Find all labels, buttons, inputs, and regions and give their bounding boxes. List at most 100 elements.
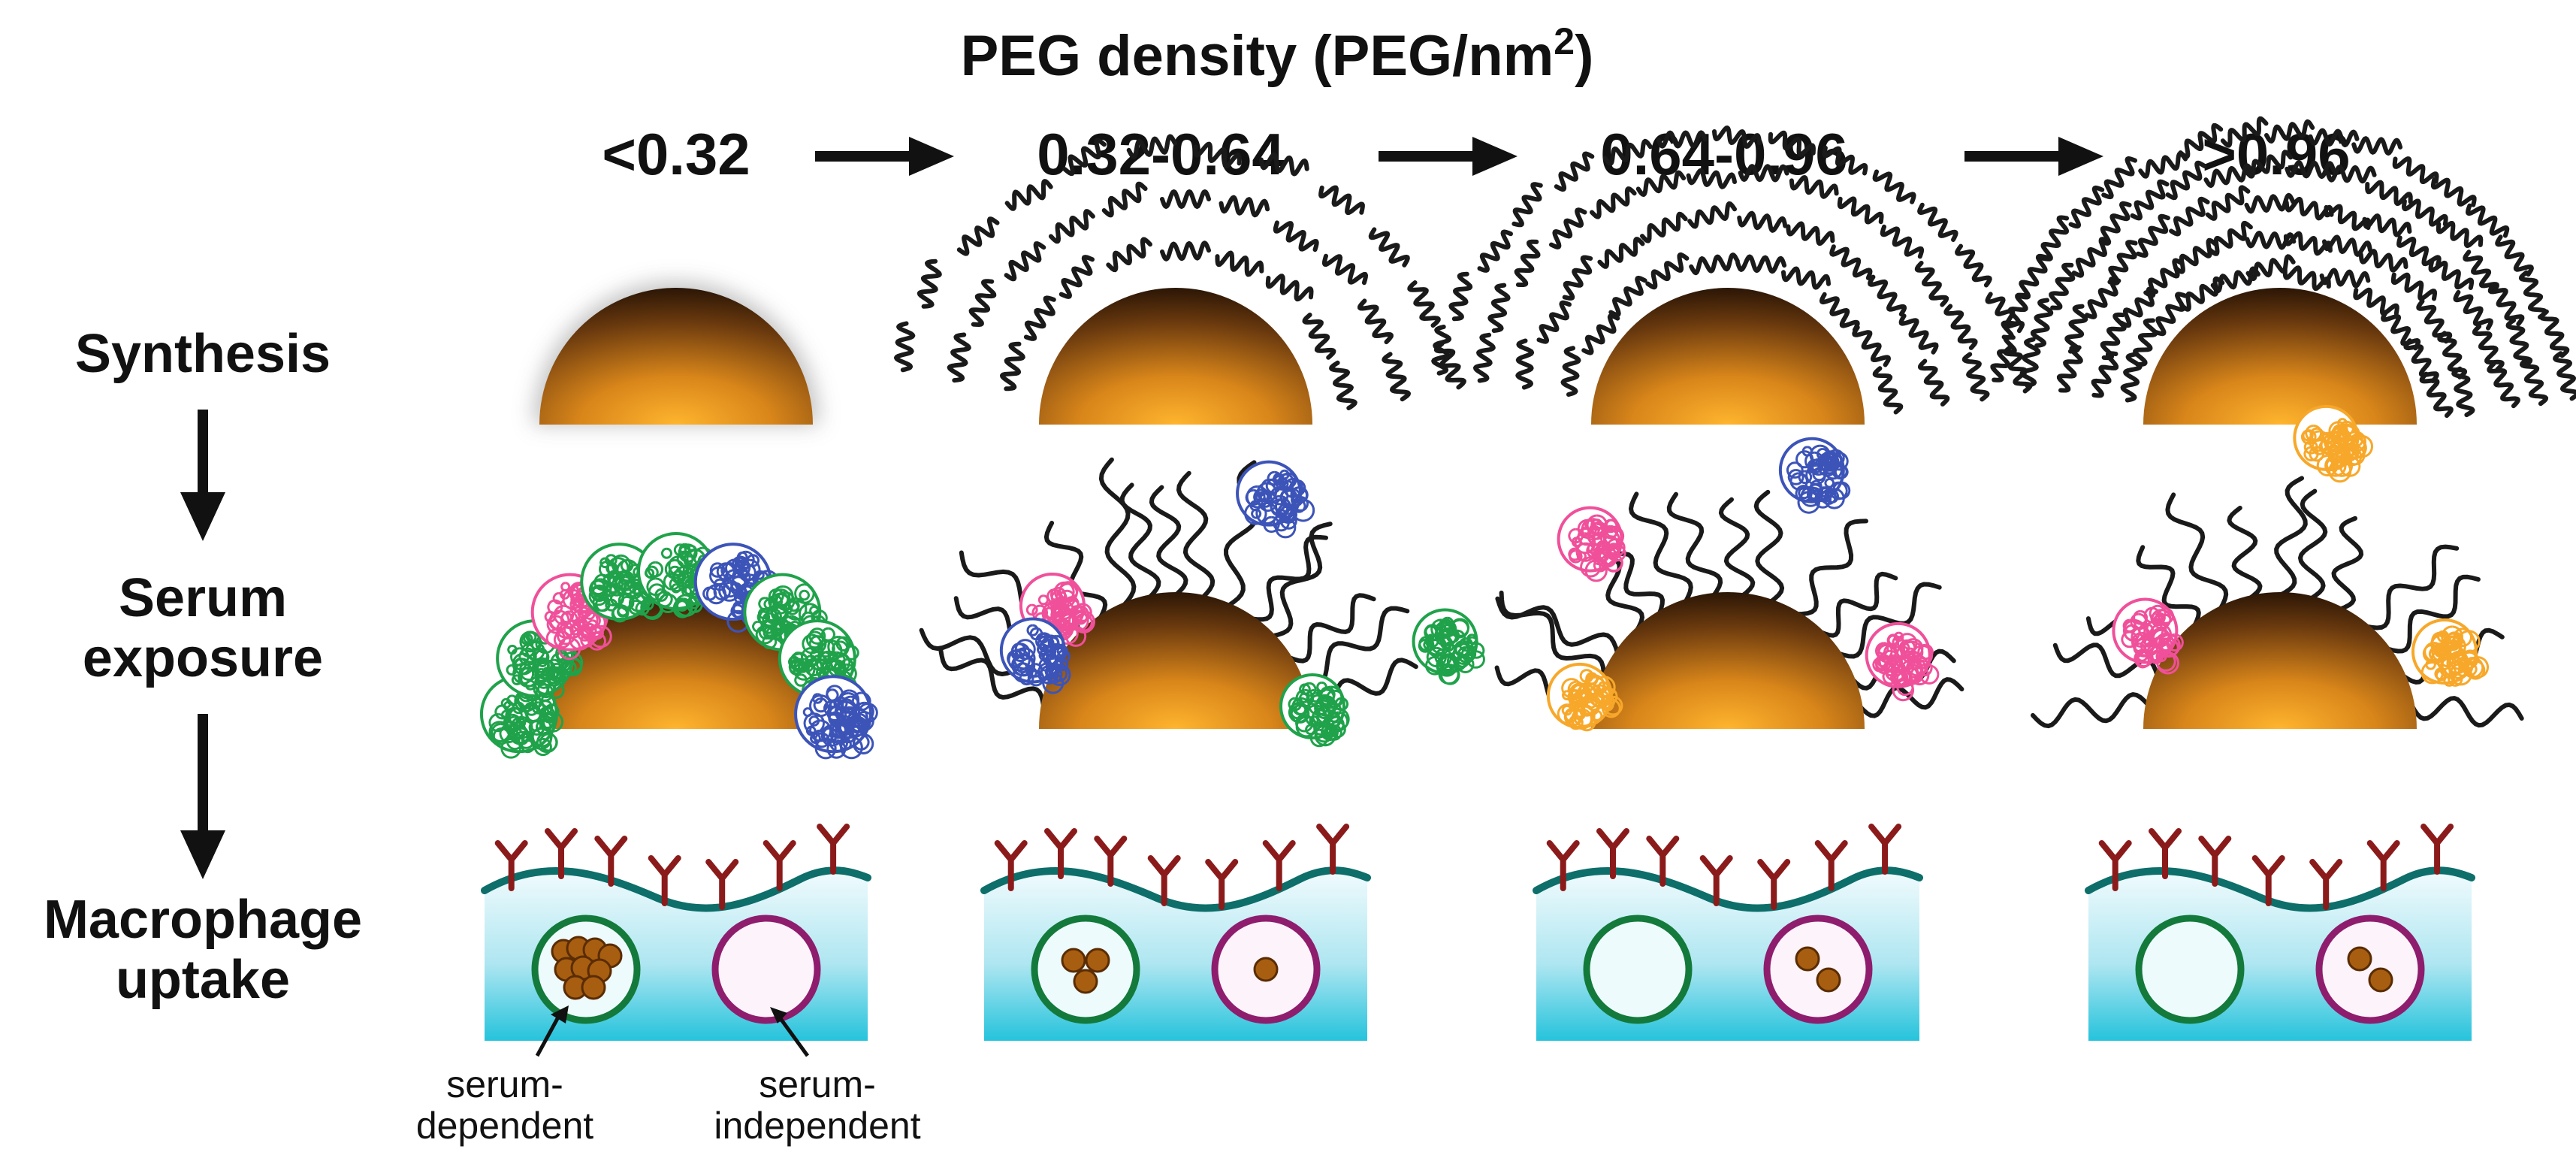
peg-chain-4-67 [2178, 122, 2224, 159]
peg-chain-2-21 [917, 259, 942, 309]
adsorbed-protein-2-3 [999, 617, 1071, 694]
peg-chain-3-37 [1448, 271, 1473, 322]
peg-chain-4-78 [2553, 351, 2576, 401]
peg-chain-4-27 [2064, 304, 2088, 354]
nanoparticle-core-4 [2143, 288, 2417, 425]
serum-independent-vesicle [711, 915, 821, 1024]
peg-chain-4-54 [2402, 198, 2448, 227]
peg-chain-2-14 [1160, 189, 1211, 209]
macrophage-cell-3 [1533, 824, 1923, 1041]
peg-chain-2-5 [1215, 250, 1264, 277]
peg-chain-4-8 [2353, 287, 2399, 316]
serum-peg-chain-3-5 [1629, 491, 1693, 605]
peg-chain-2-25 [1126, 134, 1177, 159]
receptor-5 [763, 840, 796, 891]
peg-chain-3-30 [1789, 175, 1839, 199]
receptor-0 [2098, 840, 2132, 891]
serum-peg-chain-2-12 [1286, 593, 1376, 664]
peg-chain-3-8 [1852, 325, 1891, 367]
peg-chain-2-2 [1058, 255, 1095, 299]
peg-chain-2-15 [1219, 195, 1270, 218]
peg-chain-3-46 [1872, 169, 1916, 204]
receptor-3 [648, 855, 681, 906]
nanoparticle-core-1 [539, 288, 813, 425]
peg-chain-4-6 [2282, 265, 2331, 292]
peg-chain-3-38 [1477, 229, 1513, 273]
serum-dependent-vesicle [1583, 915, 1693, 1024]
peg-chain-3-40 [1554, 151, 1595, 192]
receptor-3 [1699, 855, 1733, 906]
receptor-3 [1147, 855, 1181, 906]
internalized-particle [1061, 948, 1086, 973]
peg-chain-4-46 [2098, 201, 2132, 246]
serum-peg-chain-2-11 [1270, 522, 1333, 639]
serum-core-3 [1591, 592, 1865, 729]
peg-chain-2-23 [1004, 179, 1053, 211]
peg-chain-2-27 [1258, 152, 1309, 177]
peg-chain-2-19 [1382, 352, 1411, 402]
macrophage-row [481, 824, 2475, 1041]
serum-peg-chain-4-0 [2031, 692, 2151, 729]
receptor-1 [545, 828, 578, 879]
peg-chain-4-16 [2173, 237, 2218, 274]
stage-serum-label-2: exposure [83, 628, 323, 688]
peg-chain-2-18 [1357, 298, 1394, 345]
internalized-particle [1073, 969, 1098, 994]
peg-chain-3-25 [1549, 207, 1587, 249]
receptor-0 [1546, 840, 1580, 891]
peg-chain-4-68 [2220, 116, 2269, 148]
peg-chain-4-48 [2165, 160, 2207, 201]
receptor-5 [2366, 840, 2400, 891]
peg-chain-4-66 [2138, 151, 2188, 179]
serum-peg-chain-4-12 [2409, 696, 2524, 728]
receptor-4 [2309, 859, 2343, 910]
peg-chain-3-11 [1536, 300, 1572, 344]
peg-chain-4-25 [2451, 366, 2475, 418]
stage-labels: Synthesis Serum exposure Macrophage upta… [44, 324, 362, 1010]
peg-chain-2-17 [1321, 253, 1368, 286]
receptor-4 [1205, 859, 1239, 910]
receptor-0 [994, 840, 1028, 891]
peg-chain-2-12 [1048, 209, 1095, 244]
serum-peg-chain-3-8 [1753, 489, 1785, 605]
peg-chain-4-39 [2453, 289, 2493, 331]
peg-chain-2-22 [956, 216, 1000, 256]
stage-macro-label-1: Macrophage [44, 890, 362, 950]
peg-chain-3-42 [1656, 130, 1708, 149]
serum-peg-chain-3-6 [1666, 491, 1723, 598]
serum-peg-chain-4-10 [2384, 574, 2481, 654]
serum-independent-vesicle [2315, 915, 2425, 1024]
peg-chain-3-4 [1689, 252, 1740, 276]
peg-coated-particle-4 [1990, 116, 2576, 425]
peg-chain-4-65 [2101, 156, 2137, 200]
peg-chain-4-19 [2283, 231, 2333, 256]
peg-chain-4-44 [2049, 262, 2076, 310]
peg-chain-4-47 [2130, 179, 2170, 221]
receptor-1 [1596, 828, 1629, 879]
density-arrow-3 [1964, 137, 2103, 176]
peg-chain-3-47 [1917, 202, 1958, 242]
peg-chain-2-6 [1265, 274, 1314, 302]
peg-chain-3-50 [2003, 344, 2033, 394]
peg-chain-3-33 [1914, 261, 1949, 307]
peg-chain-2-0 [1000, 341, 1025, 392]
internalized-particle [2347, 946, 2372, 972]
peg-chain-4-17 [2207, 220, 2253, 256]
serum-peg-chain-4-7 [2298, 488, 2328, 601]
internalized-particle [1795, 946, 1820, 972]
peg-chain-3-43 [1712, 125, 1762, 149]
peg-chain-3-6 [1781, 266, 1831, 290]
peg-chain-4-76 [2518, 270, 2548, 319]
peg-chain-3-39 [1511, 182, 1543, 228]
density-arrow-2 [1379, 137, 1518, 176]
internalized-particle [1253, 957, 1279, 982]
peg-chain-2-30 [1407, 280, 1441, 328]
peg-chain-4-42 [2019, 337, 2041, 389]
peg-chain-4-63 [2040, 215, 2070, 262]
peg-chain-2-11 [1004, 241, 1046, 282]
peg-chain-4-43 [2030, 298, 2054, 348]
receptor-5 [1814, 840, 1848, 891]
peg-chain-3-17 [1786, 221, 1835, 246]
receptor-2 [2198, 836, 2232, 887]
serum-particle-2 [919, 457, 1485, 748]
